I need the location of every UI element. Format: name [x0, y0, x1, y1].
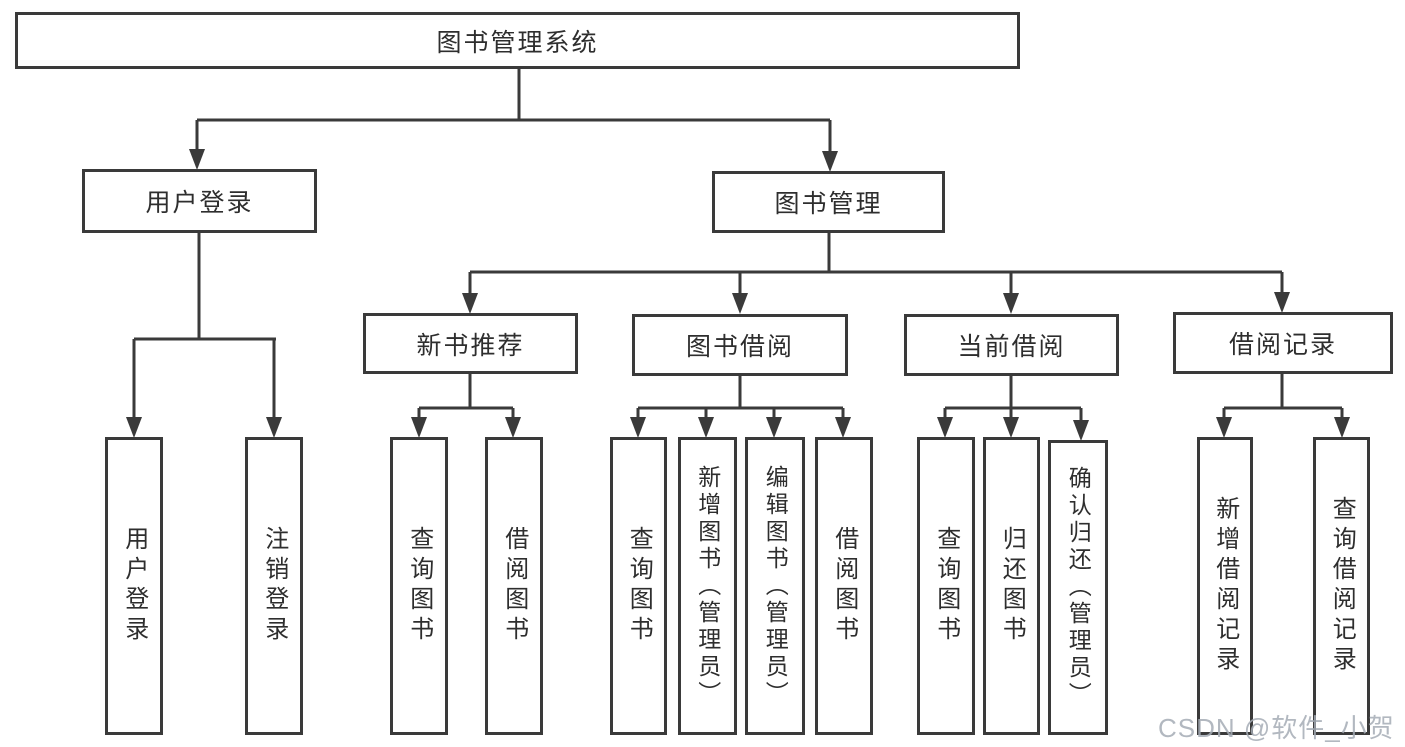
leaf-edit-book-admin: 编辑图书（管理员） [745, 437, 805, 735]
leaf-query-borrow-record: 查询借阅记录 [1313, 437, 1370, 735]
leaf-borrow-books-2: 借阅图书 [815, 437, 873, 735]
node-current-borrow: 当前借阅 [904, 314, 1119, 376]
leaf-query-books-borrow: 查询图书 [610, 437, 667, 735]
node-book-borrow: 图书借阅 [632, 314, 848, 376]
leaf-logout: 注销登录 [245, 437, 303, 735]
leaf-return-book: 归还图书 [983, 437, 1040, 735]
leaf-borrow-books-recommend: 借阅图书 [485, 437, 543, 735]
node-book-management: 图书管理 [712, 171, 945, 233]
node-user-login: 用户登录 [82, 169, 317, 233]
node-borrow-records: 借阅记录 [1173, 312, 1393, 374]
leaf-add-borrow-record: 新增借阅记录 [1197, 437, 1253, 735]
node-new-book-recommend: 新书推荐 [363, 313, 578, 374]
csdn-watermark: CSDN @软件_小贺同学 [1158, 713, 1395, 743]
leaf-query-books-recommend: 查询图书 [390, 437, 448, 735]
leaf-user-login: 用户登录 [105, 437, 163, 735]
leaf-add-book-admin: 新增图书（管理员） [678, 437, 737, 735]
leaf-query-books-current: 查询图书 [917, 437, 975, 735]
leaf-confirm-return-admin: 确认归还（管理员） [1048, 440, 1108, 735]
node-library-management-system: 图书管理系统 [15, 12, 1020, 69]
